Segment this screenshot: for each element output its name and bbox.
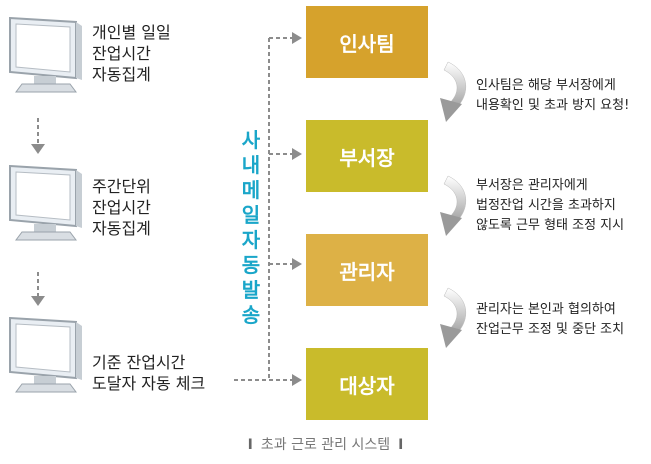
pc-label-line: 잔업시간	[92, 44, 151, 63]
vertical-char: 동	[241, 253, 261, 277]
note-dept-instruction: 부서장은 관리자에게 법정잔업 시간을 초과하지 않도록 근무 형태 조정 지시	[476, 176, 651, 236]
curved-arrow-3	[440, 287, 467, 348]
pc-label-line: 개인별 일일	[92, 23, 171, 42]
vertical-char: 내	[241, 153, 261, 177]
note-line: 관리자는 본인과 협의하여	[476, 302, 616, 317]
box-label: 관리자	[339, 259, 395, 284]
caption-bar-left: I	[247, 437, 253, 453]
diagram-caption: I 초과 근로 관리 시스템 I	[0, 434, 651, 454]
branch-arrow-target	[292, 374, 302, 386]
pc-label-line: 기준 잔업시간	[92, 353, 186, 372]
pc-label-daily: 개인별 일일 잔업시간 자동집계	[92, 22, 232, 85]
vertical-char: 메	[241, 178, 261, 202]
vertical-char: 사	[241, 128, 261, 152]
box-label: 대상자	[339, 373, 395, 398]
computer-monitor-icon	[9, 16, 82, 93]
pc-flow-arrow-1	[31, 144, 45, 154]
box-department-head: 부서장	[306, 120, 428, 192]
pc-label-line: 도달자 자동 체크	[92, 374, 206, 393]
box-hr-team: 인사팀	[306, 6, 428, 78]
note-line: 내용확인 및 초과 방지 요청!	[476, 98, 630, 113]
note-hr-request: 인사팀은 해당 부서장에게 내용확인 및 초과 방지 요청!	[476, 76, 651, 116]
note-manager-action: 관리자는 본인과 협의하여 잔업근무 조정 및 중단 조치	[476, 300, 651, 340]
box-manager: 관리자	[306, 234, 428, 306]
box-target-employee: 대상자	[306, 348, 428, 420]
curved-arrow-1	[440, 61, 467, 122]
vertical-char: 발	[241, 278, 261, 302]
branch-arrow-manager	[292, 258, 302, 270]
branch-arrow-dept	[292, 148, 302, 160]
box-label: 인사팀	[339, 31, 395, 56]
pc-label-line: 잔업시간	[92, 198, 151, 217]
note-line: 부서장은 관리자에게	[476, 178, 588, 193]
note-line: 않도록 근무 형태 조정 지시	[476, 218, 625, 233]
auto-mail-vertical-label: 사 내 메 일 자 동 발 송	[236, 128, 266, 328]
pc-label-line: 자동집계	[92, 219, 151, 238]
pc-label-weekly: 주간단위 잔업시간 자동집계	[92, 176, 232, 239]
note-line: 잔업근무 조정 및 중단 조치	[476, 322, 625, 337]
pc-flow-arrow-2	[31, 296, 45, 306]
vertical-char: 자	[241, 228, 261, 252]
pc-label-line: 주간단위	[92, 177, 151, 196]
caption-text: 초과 근로 관리 시스템	[260, 437, 391, 453]
box-label: 부서장	[339, 145, 395, 170]
vertical-char: 일	[241, 203, 261, 227]
note-line: 법정잔업 시간을 초과하지	[476, 198, 616, 213]
caption-bar-right: I	[398, 437, 404, 453]
computer-monitor-icon	[9, 316, 82, 393]
note-line: 인사팀은 해당 부서장에게	[476, 78, 616, 93]
computer-monitor-icon	[9, 164, 82, 241]
curved-arrow-2	[440, 175, 467, 236]
vertical-char: 송	[241, 303, 261, 327]
pc-label-line: 자동집계	[92, 65, 151, 84]
branch-arrow-hr	[292, 32, 302, 44]
pc-label-threshold: 기준 잔업시간 도달자 자동 체크	[92, 352, 232, 394]
